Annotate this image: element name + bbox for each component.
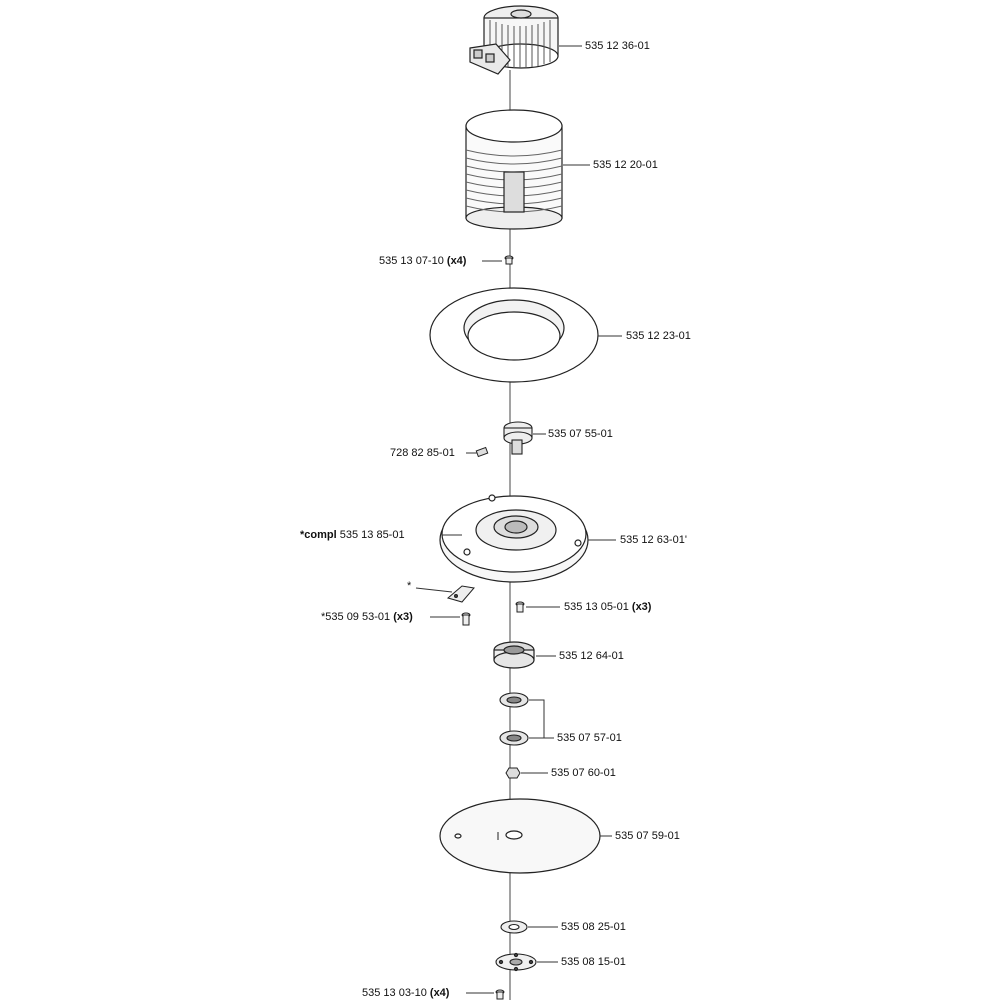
- part-number: 535 07 59-01: [615, 830, 680, 842]
- label-set-screw: 728 82 85-01: [390, 447, 455, 460]
- footnote-mark: *: [407, 580, 412, 592]
- part-number: 535 13 03-10: [362, 987, 427, 999]
- part-number: *535 09 53-01: [321, 611, 391, 623]
- label-blade-holder: 535 08 15-01: [561, 956, 626, 969]
- clip-part: [446, 585, 475, 603]
- bearing-lower-part: [499, 730, 529, 746]
- label-screw-bottom: 535 13 03-10 (x4): [362, 987, 449, 1000]
- base-plate-part: [439, 494, 589, 583]
- nut-part: [505, 767, 521, 779]
- quantity: (x4): [429, 987, 450, 999]
- leader-bearings: [529, 699, 545, 739]
- part-number: 535 07 55-01: [548, 428, 613, 440]
- part-number: 535 12 36-01: [585, 40, 650, 52]
- part-number: 535 13 85-01: [339, 529, 405, 541]
- quantity: (x3): [631, 601, 652, 613]
- label-ring-flange: 535 12 23-01: [626, 330, 691, 343]
- part-number: 535 13 05-01: [564, 601, 629, 613]
- label-seal-housing: 535 12 64-01: [559, 650, 624, 663]
- ring-flange-part: [429, 287, 599, 383]
- label-screw-top: 535 13 07-10 (x4): [379, 255, 466, 268]
- part-number: 535 07 60-01: [551, 767, 616, 779]
- part-number: 535 12 64-01: [559, 650, 624, 662]
- part-number: 535 08 15-01: [561, 956, 626, 968]
- label-screw-base: 535 13 05-01 (x3): [564, 601, 651, 614]
- seal-housing-part: [493, 641, 535, 669]
- label-blade-disc: 535 07 59-01: [615, 830, 680, 843]
- kit-prefix: *compl: [300, 529, 337, 541]
- part-number: 535 12 20-01: [593, 159, 658, 171]
- label-screw-kit: *535 09 53-01 (x3): [321, 611, 413, 624]
- hub-part: [503, 421, 533, 455]
- part-number: 535 12 23-01: [626, 330, 691, 342]
- blade-holder-part: [495, 952, 537, 972]
- housing-part: [465, 109, 563, 230]
- quantity: (x4): [446, 255, 467, 267]
- label-base-plate: 535 12 63-01': [620, 534, 687, 547]
- label-hub: 535 07 55-01: [548, 428, 613, 441]
- motor-part: [469, 5, 559, 75]
- leader-star-note: [415, 587, 453, 593]
- screw-top-part: [504, 255, 514, 265]
- part-number: 535 07 57-01: [557, 732, 622, 744]
- label-star-note: *: [407, 580, 411, 593]
- bearing-upper-part: [499, 692, 529, 708]
- washer-part: [500, 920, 528, 934]
- label-housing: 535 12 20-01: [593, 159, 658, 172]
- quantity: (x3): [393, 611, 413, 623]
- label-bearings: 535 07 57-01: [557, 732, 622, 745]
- label-motor: 535 12 36-01: [585, 40, 650, 53]
- part-number: 535 08 25-01: [561, 921, 626, 933]
- part-number: 535 13 07-10: [379, 255, 444, 267]
- label-washer: 535 08 25-01: [561, 921, 626, 934]
- screw-bottom-part: [495, 989, 505, 1000]
- set-screw-part: [475, 446, 489, 458]
- part-number: 728 82 85-01: [390, 447, 455, 459]
- part-number: 535 12 63-01': [620, 534, 687, 546]
- label-nut: 535 07 60-01: [551, 767, 616, 780]
- label-complete-kit: *compl 535 13 85-01: [300, 529, 405, 542]
- screw-kit-part: [461, 612, 471, 626]
- blade-disc-part: [439, 798, 601, 874]
- screw-base-part: [515, 601, 525, 613]
